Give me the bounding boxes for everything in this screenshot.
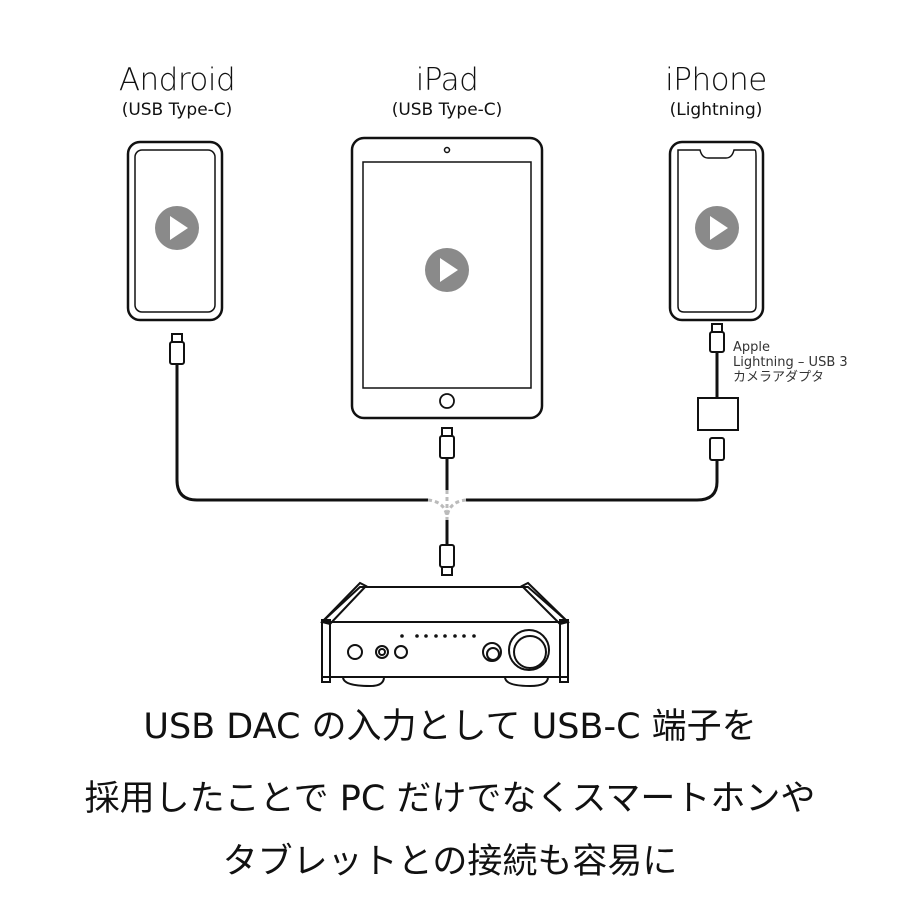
adapter-label-line: カメラアダプタ (733, 370, 825, 385)
ipad-tablet (350, 136, 544, 420)
lightning-usb3-adapter (697, 397, 739, 431)
ipad-connector: (USB Type-C) (391, 100, 503, 120)
adapter-label: Apple Lightning – USB 3 カメラアダプタ (733, 340, 848, 385)
iphone-title: iPhone (665, 62, 767, 98)
android-phone (126, 140, 224, 322)
iphone-connector: (Lightning) (669, 100, 763, 120)
adapter-label-line: Apple (733, 340, 771, 355)
play-icon (425, 248, 469, 292)
iphone (668, 140, 765, 322)
caption-line: タブレットとの接続も容易に (222, 842, 678, 882)
caption-line: USB DAC の入力として USB-C 端子を (143, 707, 757, 747)
adapter-label-line: Lightning – USB 3 (733, 355, 848, 370)
android-connector: (USB Type-C) (121, 100, 233, 120)
ipad-title: iPad (415, 62, 479, 98)
caption-line: 採用したことで PC だけでなくスマートホンや (84, 779, 816, 819)
play-icon (155, 206, 199, 250)
android-title: Android (118, 62, 236, 98)
play-icon (695, 206, 739, 250)
cables (169, 323, 739, 576)
usb-dac (320, 581, 570, 688)
